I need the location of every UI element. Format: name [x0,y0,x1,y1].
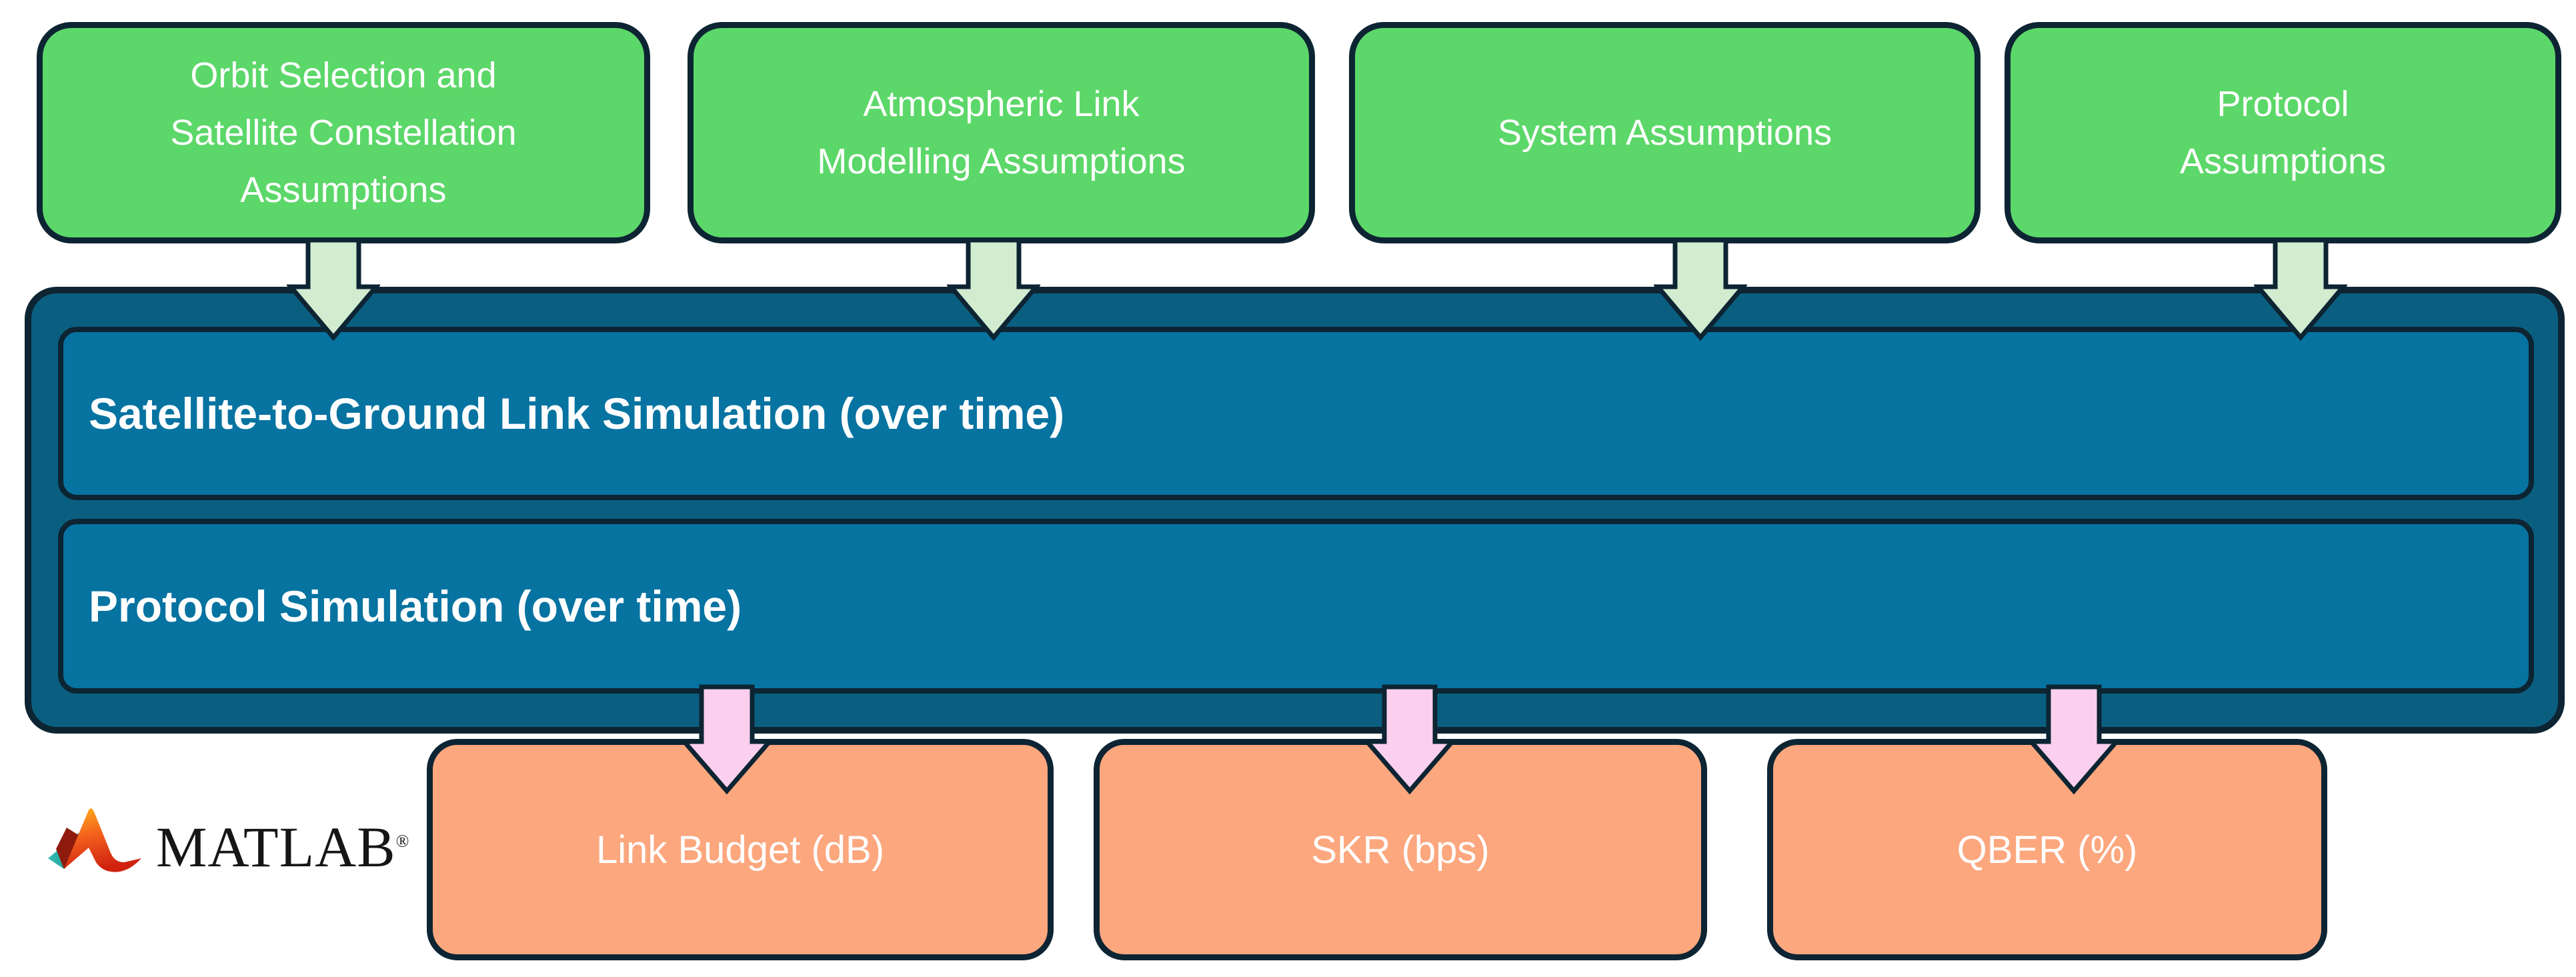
simulation-row-protocol: Protocol Simulation (over time) [58,519,2534,694]
simulation-row-satellite-link: Satellite-to-Ground Link Simulation (ove… [58,327,2534,500]
down-arrow-icon [2254,237,2347,341]
down-arrow-icon [680,684,774,795]
input-box-label: System Assumptions [1497,113,1832,153]
matlab-wordmark-text: MATLAB [156,815,396,879]
down-arrow-icon [287,237,380,341]
down-arrow-icon [1363,684,1456,795]
input-box-label: Orbit Selection and Satellite Constellat… [170,55,517,210]
simulation-row-label: Satellite-to-Ground Link Simulation (ove… [89,389,1065,438]
matlab-brand: MATLAB® [47,800,409,894]
output-box-label: SKR (bps) [1311,828,1490,872]
simulation-row-label: Protocol Simulation (over time) [89,582,742,631]
output-box-label: Link Budget (dB) [595,828,885,872]
input-box-label: Protocol Assumptions [2179,84,2387,181]
input-box-protocol-assumptions: Protocol Assumptions [2005,22,2561,243]
input-box-label: Atmospheric Link Modelling Assumptions [817,84,1186,181]
input-box-atmospheric-link: Atmospheric Link Modelling Assumptions [688,22,1315,243]
matlab-wordmark: MATLAB® [156,818,409,876]
input-box-orbit-selection: Orbit Selection and Satellite Constellat… [37,22,650,243]
matlab-logo-icon [48,808,141,872]
down-arrow-icon [947,237,1040,341]
down-arrow-icon [2027,684,2121,795]
down-arrow-icon [1654,237,1747,341]
output-box-label: QBER (%) [1957,828,2138,872]
input-box-system-assumptions: System Assumptions [1349,22,1981,243]
output-box-qber: QBER (%) [1767,739,2327,960]
registered-trademark: ® [395,831,410,851]
